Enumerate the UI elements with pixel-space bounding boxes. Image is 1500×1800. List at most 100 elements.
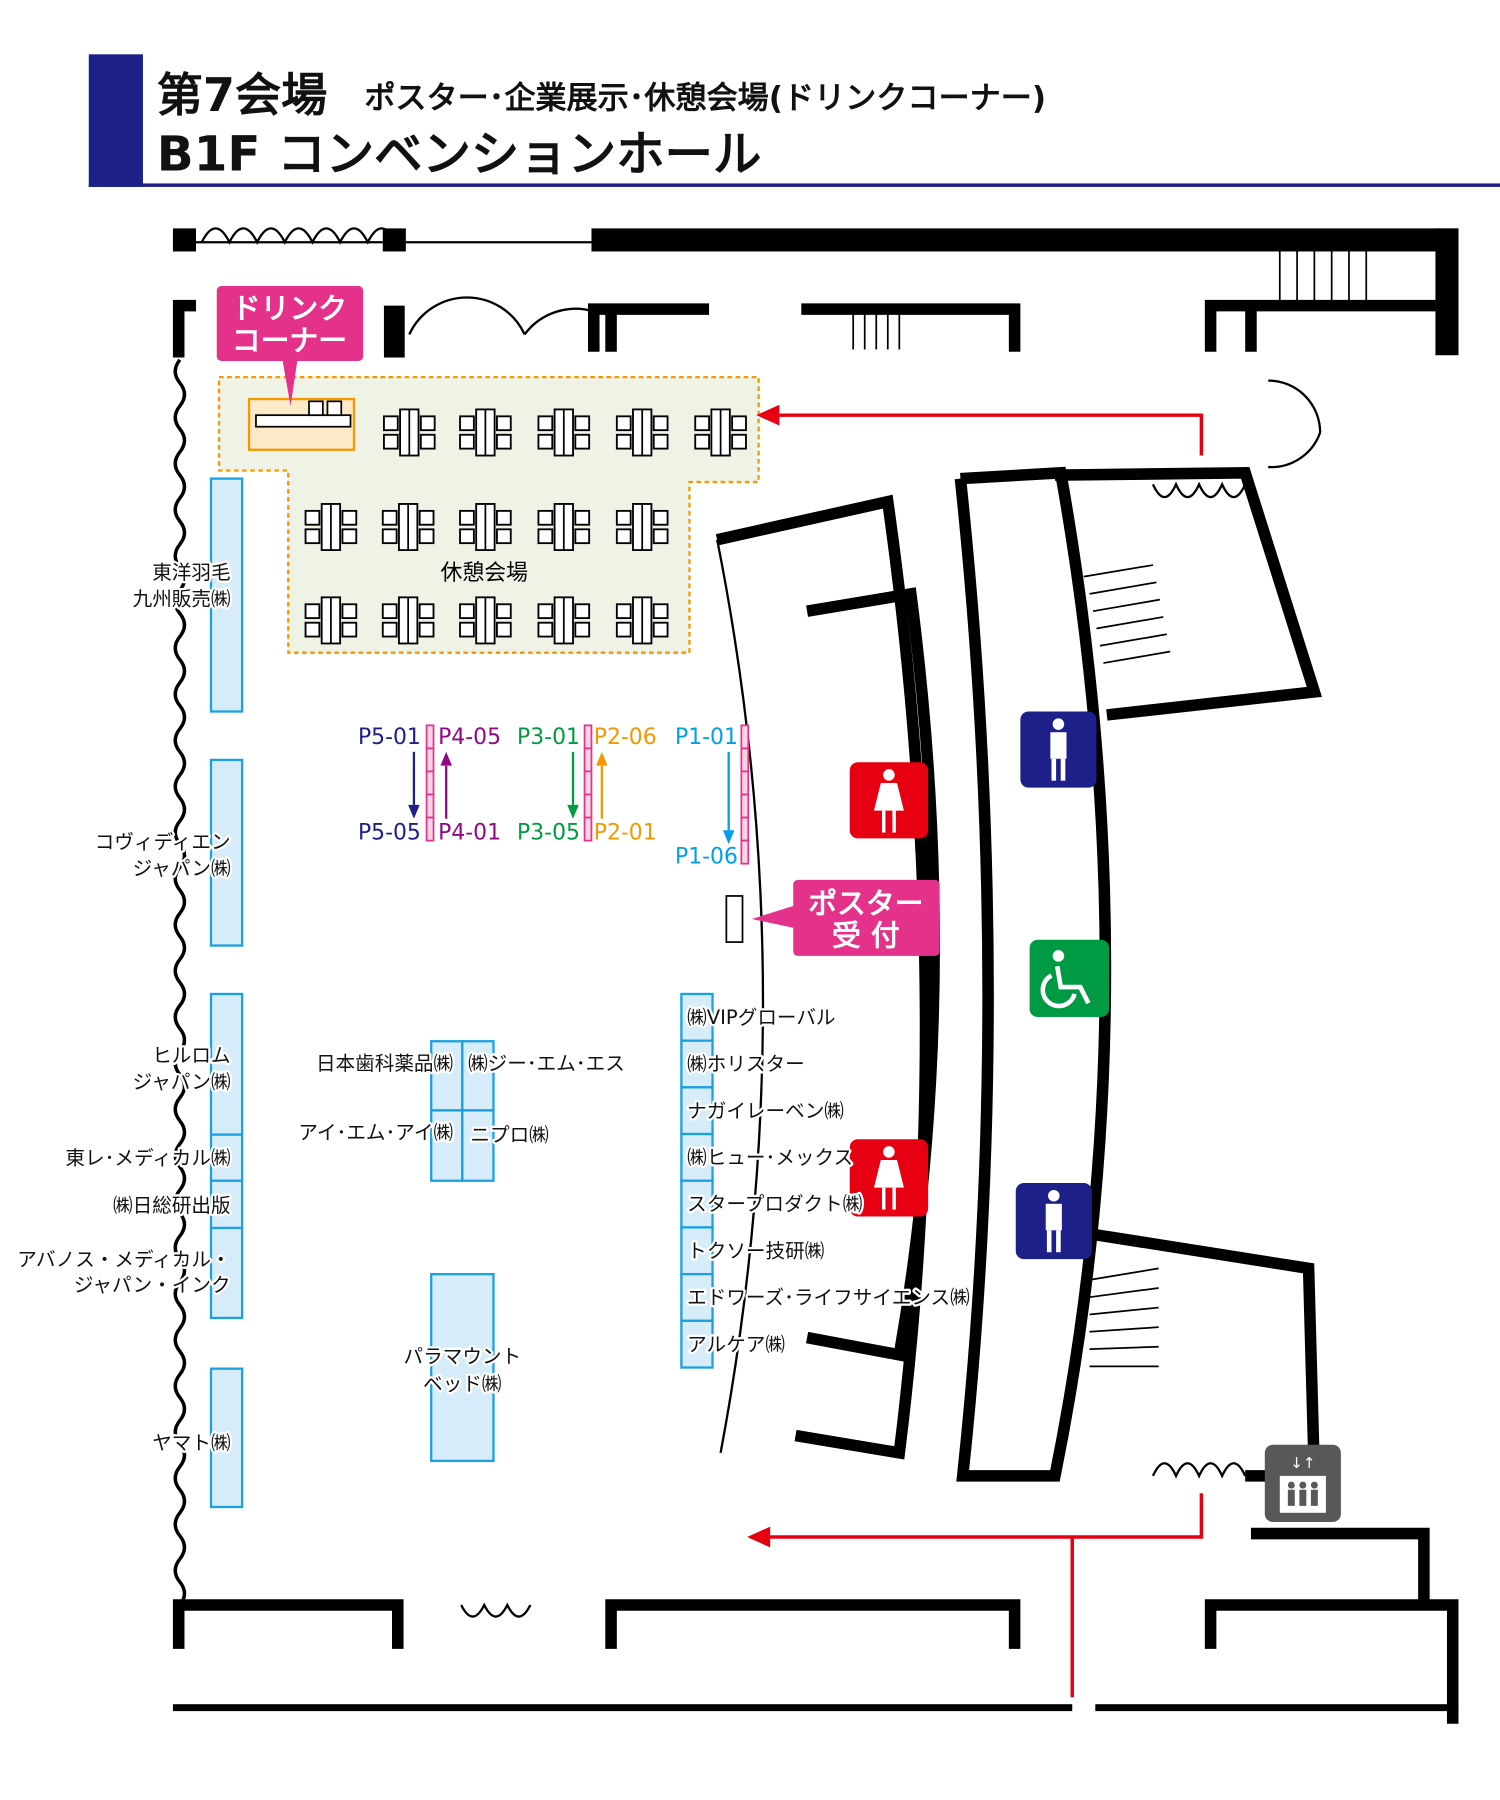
exhibitor-label: 九州販売㈱ (133, 587, 231, 610)
poster-label: P4-01 (438, 820, 501, 845)
exhibitor-label: アルケア㈱ (687, 1333, 785, 1356)
table-set (615, 503, 669, 551)
exhibitor-label: ジャパン㈱ (133, 1071, 231, 1094)
restroom-women-icon (849, 762, 929, 839)
accessible-restroom-icon (1029, 939, 1110, 1018)
exhibitor-label: ㈱ホリスター (687, 1053, 805, 1076)
arrow-head (747, 1526, 771, 1548)
table-set (304, 503, 358, 551)
poster-board (740, 770, 750, 796)
rest-area: 休憩会場 (217, 375, 760, 654)
poster-label: P1-01 (675, 725, 738, 750)
exhibitor-label: ベッド㈱ (423, 1373, 501, 1396)
exhibitor-label: ㈱ジー･エム･エス (468, 1052, 625, 1075)
exhibitor-label: ジャパン㈱ (133, 857, 231, 880)
reception-desk (725, 895, 744, 943)
exhibitor-labels: 東洋羽毛 九州販売㈱ コヴィディエン ジャパン㈱ ヒルロム ジャパン㈱ 東レ･メ… (15, 559, 972, 1457)
svg-text:コーナー: コーナー (232, 324, 347, 358)
table-set (694, 408, 747, 457)
exhibitor-label: ジャパン・インク (74, 1273, 231, 1296)
exhibitor-label: エドワーズ･ライフサイエンス㈱ (687, 1286, 970, 1309)
exhibitor-label: 東洋羽毛 (152, 561, 230, 584)
poster-board (583, 793, 593, 819)
floor-title: B1F コンベンションホール (157, 127, 762, 183)
exhibitor-label: ㈱日総研出版 (113, 1194, 231, 1217)
table-set (615, 408, 669, 457)
table-set (383, 408, 436, 457)
header-underline (88, 183, 1500, 187)
poster-label: P5-01 (358, 725, 421, 750)
exhibitor-label: パラマウント (404, 1345, 522, 1368)
restroom-men-icon (1020, 711, 1097, 788)
booth (680, 1132, 714, 1182)
arrow-head (756, 404, 780, 426)
svg-text:ポスター: ポスター (808, 886, 923, 920)
exhibitor-label: スタープロダクト㈱ (687, 1193, 862, 1216)
venue-subtitle: ポスター･企業展示･休憩会場(ドリンクコーナー) (364, 80, 1046, 116)
booth (680, 992, 714, 1042)
header-accent-bar (88, 54, 143, 187)
exhibitor-label: アイ･エム･アイ㈱ (298, 1121, 453, 1144)
table-set (459, 408, 512, 457)
exhibitor-label: ヤマト㈱ (152, 1431, 230, 1454)
table-set (537, 408, 591, 457)
poster-board (425, 724, 435, 750)
exhibit-booths (209, 477, 714, 1509)
poster-board (425, 747, 435, 773)
svg-text:↓↑: ↓↑ (1290, 1454, 1315, 1472)
poster-label: P5-05 (358, 820, 421, 845)
route-arrows (763, 413, 1204, 1698)
booth (680, 1179, 714, 1229)
table-set (381, 596, 435, 645)
poster-label: P1-06 (675, 845, 738, 870)
poster-board (740, 839, 750, 865)
poster-label: P2-01 (594, 820, 657, 845)
table-set (459, 503, 512, 551)
rest-area-label: 休憩会場 (440, 561, 528, 586)
header: 第7会場 ポスター･企業展示･休憩会場(ドリンクコーナー) B1F コンベンショ… (88, 54, 1500, 187)
svg-text:受 付: 受 付 (832, 919, 900, 953)
table-set (459, 596, 512, 645)
poster-board (740, 747, 750, 773)
poster-board (740, 793, 750, 819)
exhibitor-label: ㈱VIPグローバル (687, 1006, 835, 1029)
exhibitor-label: ㈱ヒュー･メックス (687, 1146, 853, 1169)
exhibitor-label: 日本歯科薬品㈱ (316, 1052, 453, 1075)
booth (680, 1272, 714, 1322)
poster-area: P5-01 P5-05 P4-05 P4-01 P3-01 P3-05 P2-0… (358, 724, 750, 870)
poster-board (583, 816, 593, 842)
table-set (304, 596, 358, 645)
exhibitor-label: アバノス・メディカル・ (17, 1248, 230, 1271)
exhibitor-label: コヴィディエン (95, 831, 231, 854)
poster-board (425, 793, 435, 819)
table-set (537, 596, 591, 645)
table-set (615, 596, 669, 645)
poster-label: P2-06 (594, 725, 657, 750)
exhibitor-label: ヒルロム (152, 1044, 230, 1067)
poster-label: P4-05 (438, 725, 501, 750)
exhibitor-label: トクソー技研㈱ (687, 1239, 824, 1262)
elevator-icon: ↓↑ (1264, 1444, 1341, 1523)
exhibitor-label: ニプロ㈱ (470, 1124, 548, 1147)
poster-label: P3-01 (517, 725, 580, 750)
table-set (381, 503, 435, 551)
restroom-women-icon (849, 1139, 929, 1217)
svg-text:ドリンク: ドリンク (232, 291, 347, 325)
poster-reception-callout: ポスター 受 付 (725, 879, 940, 956)
poster-board (583, 770, 593, 796)
poster-label: P3-05 (517, 820, 580, 845)
poster-board (425, 816, 435, 842)
exhibitor-label: ナガイレーベン㈱ (687, 1099, 844, 1122)
poster-board (425, 770, 435, 796)
venue-title: 第7会場 (157, 68, 327, 122)
restroom-men-icon (1015, 1183, 1092, 1260)
poster-board (583, 747, 593, 773)
booth (680, 1086, 714, 1136)
table-set (537, 503, 591, 551)
exhibitor-label: 東レ･メディカル㈱ (65, 1147, 230, 1170)
booth (680, 1319, 714, 1369)
poster-board (583, 724, 593, 750)
poster-board (740, 816, 750, 842)
drink-corner-callout: ドリンク コーナー (216, 286, 364, 406)
poster-board (740, 724, 750, 750)
